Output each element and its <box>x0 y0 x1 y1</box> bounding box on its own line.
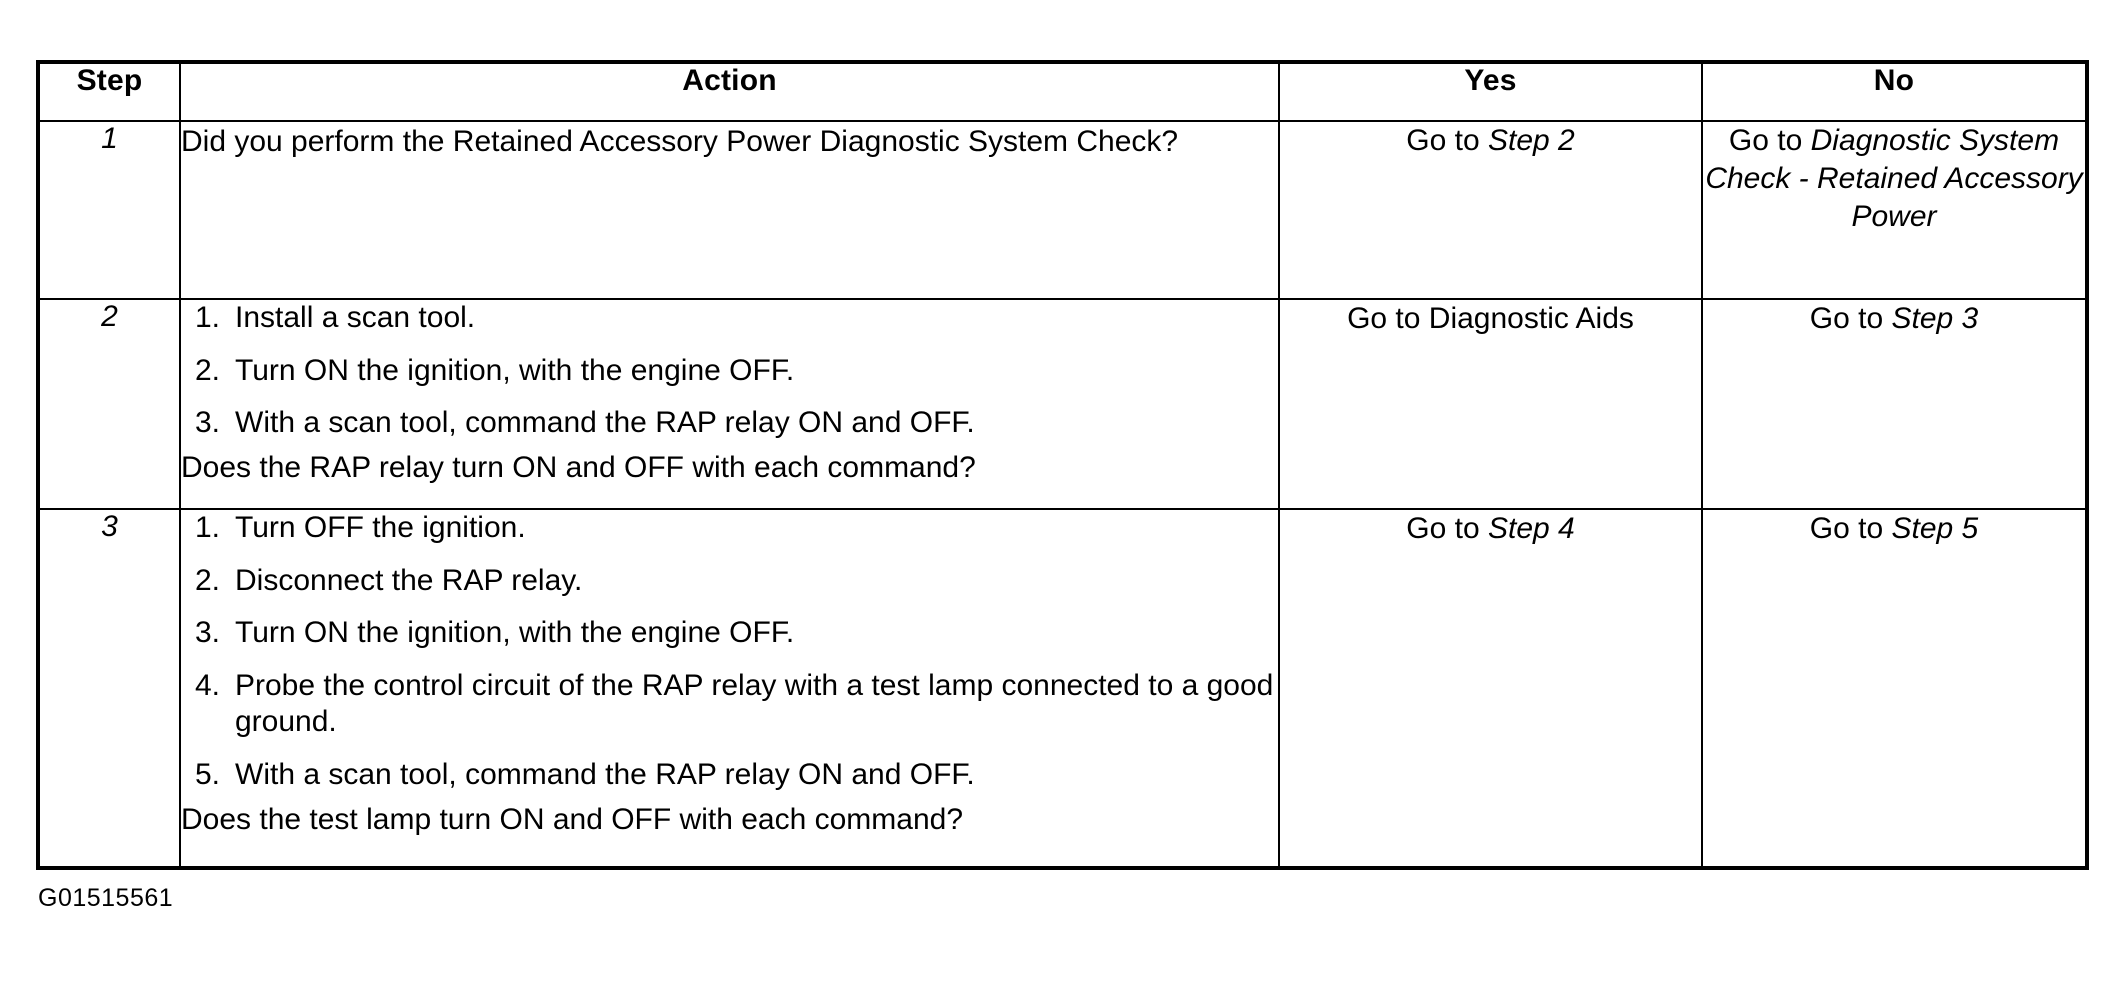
list-item-number: 2. <box>195 353 221 387</box>
list-item-number: 3. <box>195 406 221 440</box>
action-substep-list: 1. Turn OFF the ignition. 2. Disconnect th… <box>181 510 1278 794</box>
step-number-cell: 3 <box>37 508 181 869</box>
no-prefix-text: Go to <box>1809 302 1892 335</box>
no-cell: Go to Step 5 <box>1701 508 2088 869</box>
action-question-text: Does the test lamp turn ON and OFF with … <box>181 802 964 836</box>
table-header-row: Step Action Yes No <box>37 61 2088 122</box>
list-item: 5. With a scan tool, command the RAP rela… <box>181 757 1278 794</box>
figure-id-caption: G01515561 <box>38 884 174 912</box>
list-item: 2. Disconnect the RAP relay. <box>181 563 1278 600</box>
column-header-action: Action <box>179 61 1280 122</box>
list-item-text: Install a scan tool. <box>235 301 476 334</box>
no-reference-link[interactable]: Diagnostic System Check - Retained Acces… <box>1705 124 2083 233</box>
list-item-text: Turn OFF the ignition. <box>235 511 526 544</box>
no-reference-link[interactable]: Step 3 <box>1891 302 1979 335</box>
action-question-text: Does the RAP relay turn ON and OFF with … <box>181 450 976 484</box>
list-item: 3. Turn ON the ignition, with the engine … <box>181 615 1278 652</box>
table-row: 2 1. Install a scan tool. 2. Turn ON the i… <box>37 298 2088 510</box>
list-item-text: With a scan tool, command the RAP relay … <box>235 757 975 791</box>
list-item: 1. Turn OFF the ignition. <box>181 510 1278 547</box>
no-prefix-text: Go to <box>1728 124 1811 157</box>
list-item-text: Probe the control circuit of the RAP rel… <box>235 668 1274 739</box>
yes-prefix-text: Go to <box>1406 512 1488 545</box>
no-reference-link[interactable]: Step 5 <box>1891 512 1979 545</box>
list-item-number: 1. <box>195 511 221 544</box>
action-cell: 1. Install a scan tool. 2. Turn ON the ign… <box>179 298 1280 510</box>
action-cell: 1. Turn OFF the ignition. 2. Disconnect th… <box>179 508 1280 869</box>
list-item-number: 1. <box>195 301 221 334</box>
action-cell: Did you perform the Retained Accessory P… <box>179 120 1280 300</box>
yes-cell: Go to Step 2 <box>1278 120 1703 300</box>
list-item-number: 3. <box>195 616 221 650</box>
yes-prefix-text: Go to <box>1406 124 1488 157</box>
diagnostic-procedure-table: Step Action Yes No 1 Did you perform the… <box>36 60 2089 870</box>
action-substep-list: 1. Install a scan tool. 2. Turn ON the ign… <box>181 300 1278 442</box>
table-row: 1 Did you perform the Retained Accessory… <box>37 120 2088 300</box>
yes-reference-link[interactable]: Step 4 <box>1487 512 1575 545</box>
column-header-yes: Yes <box>1278 61 1703 122</box>
step-number-cell: 2 <box>37 298 181 510</box>
list-item-text: Disconnect the RAP relay. <box>235 563 583 597</box>
list-item-text: With a scan tool, command the RAP relay … <box>235 406 975 440</box>
yes-prefix-text: Go to Diagnostic Aids <box>1347 302 1634 335</box>
action-lead-text: Did you perform the Retained Accessory P… <box>181 125 1179 158</box>
list-item-number: 2. <box>195 563 221 597</box>
no-cell: Go to Diagnostic System Check - Retained… <box>1701 120 2088 300</box>
list-item: 2. Turn ON the ignition, with the engine … <box>181 353 1278 390</box>
step-number-cell: 1 <box>37 120 181 300</box>
yes-cell: Go to Diagnostic Aids <box>1278 298 1703 510</box>
list-item-number: 4. <box>195 668 221 702</box>
table-row: 3 1. Turn OFF the ignition. 2. Disconnect … <box>37 508 2088 869</box>
list-item: 1. Install a scan tool. <box>181 300 1278 337</box>
list-item-number: 5. <box>195 757 221 791</box>
column-header-no: No <box>1701 61 2088 122</box>
list-item-text: Turn ON the ignition, with the engine OF… <box>235 616 795 650</box>
yes-reference-link[interactable]: Step 2 <box>1487 124 1575 157</box>
column-header-step: Step <box>37 61 181 122</box>
list-item: 3. With a scan tool, command the RAP rela… <box>181 405 1278 442</box>
list-item: 4. Probe the control circuit of the RAP r… <box>181 668 1278 741</box>
list-item-text: Turn ON the ignition, with the engine OF… <box>235 353 795 387</box>
no-cell: Go to Step 3 <box>1701 298 2088 510</box>
yes-cell: Go to Step 4 <box>1278 508 1703 869</box>
no-prefix-text: Go to <box>1809 512 1892 545</box>
